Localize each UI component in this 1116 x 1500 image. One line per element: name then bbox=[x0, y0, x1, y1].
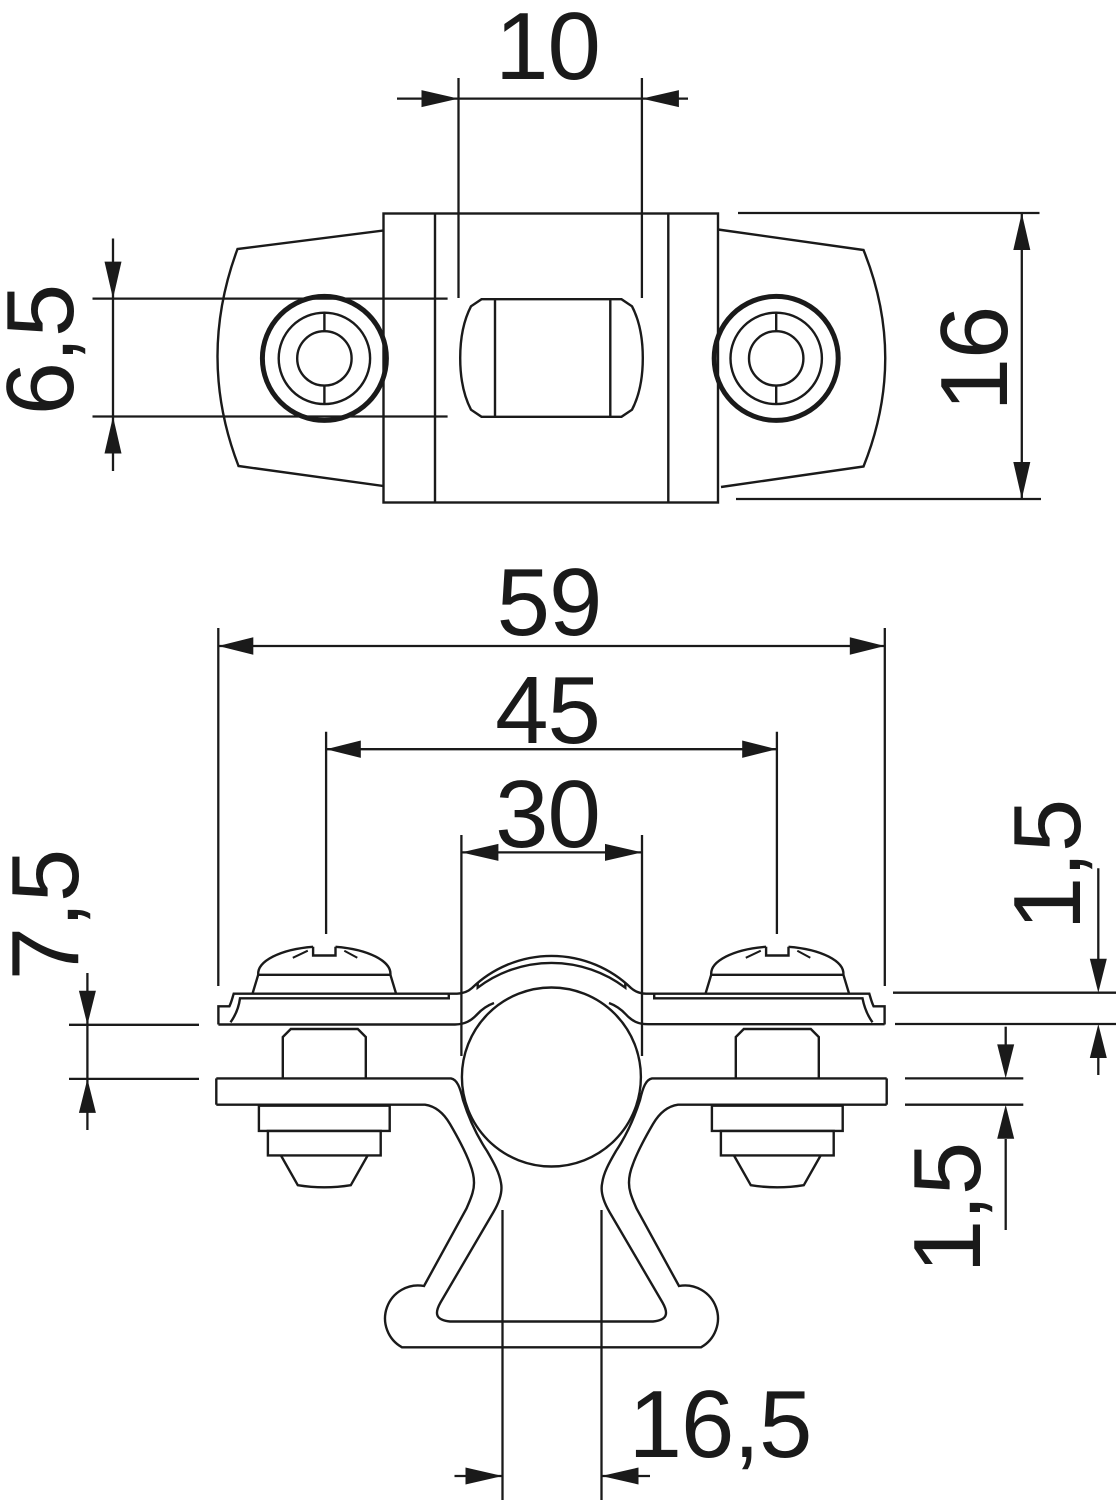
svg-text:1,5: 1,5 bbox=[894, 1143, 1001, 1273]
svg-text:16,5: 16,5 bbox=[629, 1371, 812, 1478]
svg-text:7,5: 7,5 bbox=[0, 850, 99, 980]
svg-text:6,5: 6,5 bbox=[0, 285, 94, 415]
svg-text:45: 45 bbox=[495, 657, 600, 764]
svg-text:1,5: 1,5 bbox=[994, 800, 1101, 930]
svg-text:30: 30 bbox=[495, 761, 600, 868]
svg-text:10: 10 bbox=[495, 0, 600, 100]
svg-text:59: 59 bbox=[497, 549, 602, 656]
svg-text:16: 16 bbox=[921, 307, 1028, 412]
